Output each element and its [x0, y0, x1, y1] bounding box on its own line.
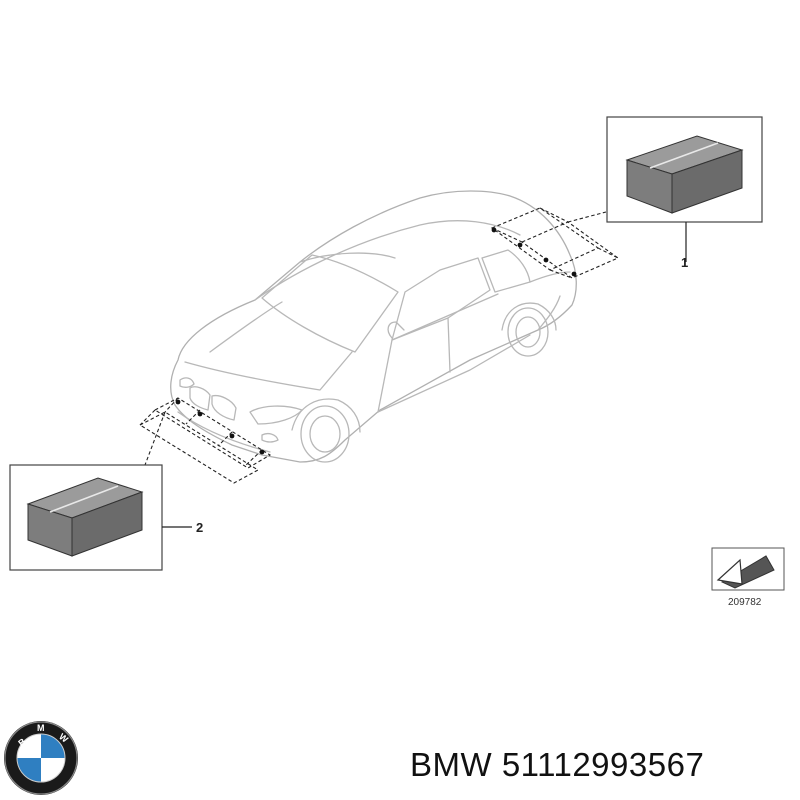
- car-illustration: [170, 190, 577, 463]
- bmw-logo: B M W: [4, 721, 78, 795]
- sensor-dot: [491, 227, 497, 233]
- sensor-dot: [543, 257, 549, 263]
- part-1-block-icon: [625, 135, 744, 214]
- part-2-block-icon: [26, 477, 144, 557]
- callout-2: 2: [196, 520, 203, 535]
- sensor-dot: [259, 449, 265, 455]
- callout-1: 1: [681, 255, 688, 270]
- part-number-label: BMW 51112993567: [410, 746, 704, 783]
- svg-text:M: M: [37, 723, 45, 733]
- sensor-dot: [229, 433, 235, 439]
- rear-sensor-markers: [490, 207, 620, 279]
- sensor-dot: [517, 242, 523, 248]
- svg-text:B: B: [16, 736, 28, 748]
- reference-arrow-box: 209782: [711, 547, 785, 608]
- part-2-detail: 2: [9, 464, 203, 571]
- front-sensor-markers: [138, 397, 272, 484]
- sensor-dot: [571, 271, 577, 277]
- reference-number: 209782: [728, 597, 762, 608]
- sensor-dot: [175, 399, 181, 405]
- sensor-dot: [197, 411, 203, 417]
- part-1-detail: 1: [606, 116, 763, 270]
